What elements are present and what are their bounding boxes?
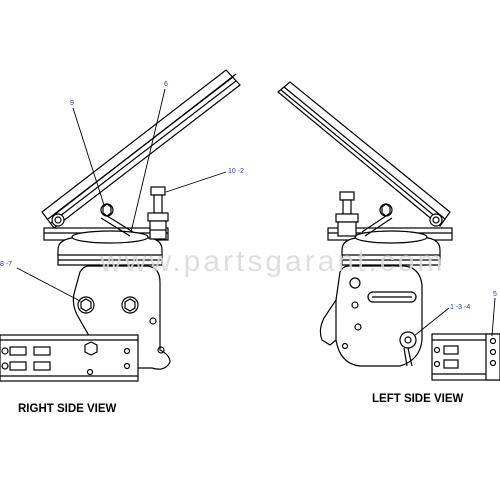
pivot-knob [51,213,65,227]
bracket-bolt-left [77,296,95,314]
callout-8-7: 8 -7 [0,261,81,302]
floor-nut [84,341,98,356]
svg-text:8 -7: 8 -7 [0,261,12,268]
stop-screw-head [150,186,166,196]
pedal-housing-left [341,237,441,266]
svg-text:10 -2: 10 -2 [228,168,244,175]
position-sensor [399,331,417,367]
right-side-view: 9 6 10 -2 8 -7 RIGHT SIDE VIEW [0,69,244,415]
left-side-view: 1 -3 -4 5 LEFT SIDE VIEW [277,81,500,405]
mounting-bracket-left [319,265,423,367]
left-side-view-label: LEFT SIDE VIEW [372,393,464,405]
svg-text:5: 5 [493,291,497,298]
watermark: www.partsgarant.com [99,245,445,278]
callout-10-2: 10 -2 [165,168,244,193]
callout-5: 5 [491,291,497,337]
right-side-view-label: RIGHT SIDE VIEW [18,403,117,415]
svg-text:6: 6 [164,81,168,88]
callout-1-3-4: 1 -3 -4 [413,304,470,337]
callout-9: 9 [70,100,105,206]
callout-6: 6 [130,81,168,233]
svg-text:9: 9 [70,100,74,107]
svg-text:1 -3 -4: 1 -3 -4 [450,304,470,311]
floor-plate [0,334,139,382]
bracket-bolt-right [121,296,139,314]
